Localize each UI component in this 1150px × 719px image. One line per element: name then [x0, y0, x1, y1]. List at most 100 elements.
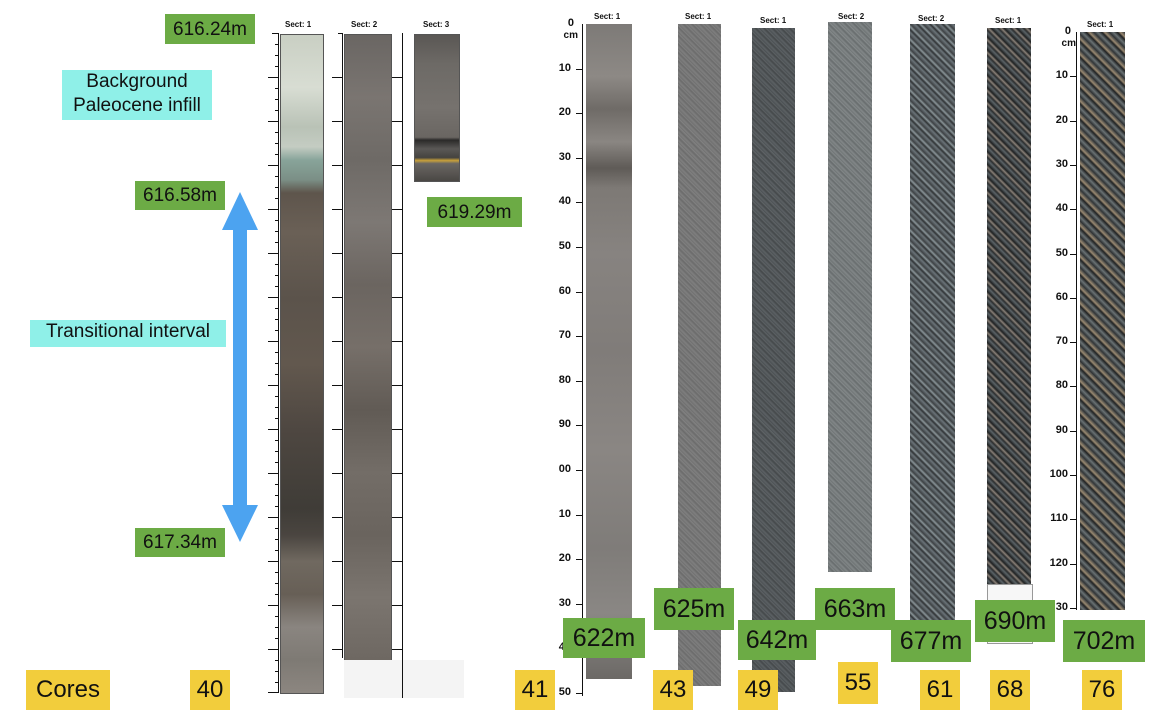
axis-left-tick-label: 00 [558, 463, 571, 475]
depth-label-616-58m: 616.58m [135, 181, 225, 210]
background-paleocene-label: Background Paleocene infill [62, 70, 212, 120]
depth-label-625m: 625m [654, 588, 734, 630]
axis-zero-label: 0 [567, 17, 574, 29]
axis-right-tick [1070, 386, 1077, 388]
axis-left-tick-label: 70 [558, 329, 571, 342]
depth-label-663m: 663m [815, 588, 895, 630]
right-panel-left-axis [582, 24, 583, 696]
axis-right-tick-label: 20 [1055, 113, 1068, 126]
axis-right-tick [1070, 430, 1077, 432]
core-number-68: 68 [990, 670, 1030, 710]
section-label-642: Sect: 1 [760, 16, 787, 25]
axis-left-tick [576, 202, 583, 204]
section-label-622: Sect: 1 [594, 12, 621, 21]
axis-right-tick-label: 60 [1055, 290, 1068, 303]
axis-right-tick [1070, 76, 1077, 78]
section-label-left-3: Sect: 3 [423, 20, 450, 29]
axis-left-tick-label: 60 [558, 284, 571, 297]
core-number-76: 76 [1082, 670, 1122, 710]
axis-right-tick-label: 10 [1055, 69, 1068, 82]
section-label-left-2: Sect: 2 [351, 20, 378, 29]
axis-left-tick [576, 693, 583, 694]
axis-left-tick [576, 247, 583, 248]
axis-left-tick-label: 10 [558, 507, 571, 520]
core-55-photo [828, 22, 872, 572]
axis-left-tick [576, 559, 583, 561]
axis-left-tick-label: 30 [558, 596, 571, 609]
axis-left-tick-label: 80 [558, 373, 571, 386]
axis-right-tick [1070, 120, 1077, 122]
section-label-702: Sect: 1 [1087, 20, 1114, 29]
depth-label-642m: 642m [738, 620, 816, 660]
axis-right-tick [1070, 209, 1077, 211]
axis-right-tick-label: 50 [1055, 246, 1068, 259]
core-43-photo [678, 24, 721, 686]
core-number-61: 61 [920, 670, 960, 710]
depth-label-619-29m: 619.29m [427, 197, 522, 227]
section-label-663: Sect: 2 [838, 12, 865, 21]
section-label-625: Sect: 1 [685, 12, 712, 21]
axis-right-tick [1070, 342, 1077, 344]
axis-right-tick [1070, 607, 1077, 609]
section-label-left-1: Sect: 1 [285, 20, 312, 29]
axis-unit-label: cm [563, 30, 578, 41]
axis-left-tick [576, 68, 583, 70]
axis-left-tick-label: 40 [558, 195, 571, 208]
axis-left-tick-label: 90 [558, 418, 571, 431]
axis-left-tick [576, 113, 583, 115]
axis-right-tick [1070, 164, 1077, 166]
axis-left-tick [576, 336, 583, 338]
core-61-photo [910, 24, 955, 622]
depth-label-690m: 690m [975, 600, 1055, 642]
axis-right-tick [1070, 475, 1077, 476]
core-number-55: 55 [838, 662, 878, 704]
core-number-41: 41 [515, 670, 555, 710]
axis-right-tick-label: 110 [1050, 512, 1068, 525]
axis-left-tick-label: 50 [558, 240, 571, 252]
core-76-photo [1080, 32, 1125, 610]
transitional-interval-arrow-icon [222, 192, 258, 542]
core-40-section-3 [414, 34, 460, 182]
core-49-photo [752, 28, 795, 692]
axis-left-tick [576, 157, 583, 159]
axis-left-tick-label: 10 [558, 61, 571, 74]
core-40-section-2-base [344, 660, 464, 698]
transitional-interval-label: Transitional interval [30, 320, 226, 347]
axis-right-tick-label: 70 [1055, 335, 1068, 348]
axis-right-tick-label: 80 [1055, 379, 1068, 392]
axis-left-tick-label: 20 [558, 552, 571, 565]
axis-right-tick [1070, 519, 1077, 521]
core-68-photo [987, 28, 1031, 584]
section-label-690: Sect: 1 [995, 16, 1022, 25]
core-41-photo [586, 24, 632, 679]
axis-left-tick [576, 425, 583, 427]
core-number-40: 40 [190, 670, 230, 710]
scale-ruler-left-1 [268, 33, 280, 693]
axis-left-tick-label: 50 [558, 686, 571, 698]
axis-left-tick [576, 470, 583, 471]
axis-right-tick-label: 90 [1055, 423, 1068, 436]
core-number-43: 43 [653, 670, 693, 710]
axis-right-tick [1070, 563, 1077, 565]
depth-label-616-24m: 616.24m [165, 14, 255, 44]
cores-label: Cores [26, 670, 110, 710]
axis-right-tick-label: 120 [1049, 556, 1068, 569]
right-panel-right-axis [1076, 32, 1077, 610]
depth-label-622m: 622m [563, 618, 645, 658]
depth-label-677m: 677m [891, 620, 971, 662]
axis-right-tick [1070, 297, 1077, 299]
axis-left-tick [576, 291, 583, 293]
axis-left-tick-label: 20 [558, 106, 571, 119]
scale-ruler-left-2 [330, 33, 344, 658]
core-40-section-1 [280, 34, 324, 694]
axis-right-zero-label: 0 [1064, 25, 1071, 37]
axis-right-tick-label: 100 [1049, 468, 1068, 480]
depth-label-702m: 702m [1063, 620, 1145, 662]
scale-ruler-left-2-right [392, 33, 404, 698]
core-40-section-2 [344, 34, 392, 661]
axis-left-tick [576, 514, 583, 516]
axis-right-tick [1070, 253, 1077, 255]
depth-label-617-34m: 617.34m [135, 528, 225, 557]
core-number-49: 49 [738, 670, 778, 710]
axis-right-tick-label: 30 [1055, 600, 1068, 613]
